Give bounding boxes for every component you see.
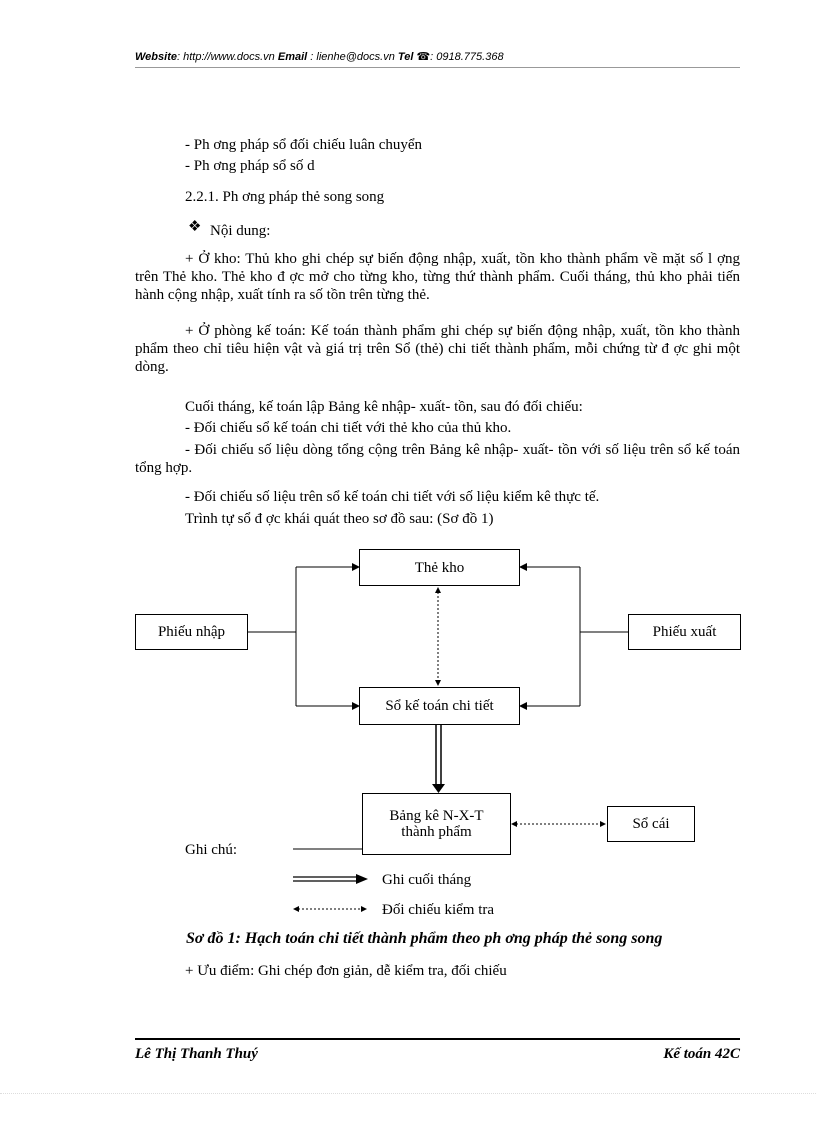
doi-chieu-item-1: - Đối chiếu sổ kế toán chi tiết với thẻ … — [185, 420, 512, 436]
cuoi-thang-text: Cuối tháng, kế toán lập Bảng kê nhập- xu… — [185, 399, 583, 415]
doi-chieu-item-3: - Đối chiếu số liệu trên sổ kế toán chi … — [185, 489, 600, 505]
footer-author: Lê Thị Thanh Thuý — [135, 1046, 258, 1062]
phone-icon: ☎ — [416, 51, 431, 63]
footer-class: Kế toán 42C — [663, 1046, 740, 1062]
legend-monthly-head — [356, 874, 368, 884]
page-header: Website: http://www.docs.vn Email : lien… — [135, 50, 504, 63]
noi-dung-label: Nội dung: — [210, 223, 271, 239]
section-heading: 2.2.1. Ph ơng pháp thẻ song song — [185, 189, 385, 205]
website-value[interactable]: : http://www.docs.vn — [176, 51, 278, 63]
paragraph-ke-toan: + Ở phòng kế toán: Kế toán thành phẩm gh… — [135, 323, 740, 375]
email-value[interactable]: : lienhe@docs.vn — [307, 51, 398, 63]
monthly-arrow-head — [432, 784, 445, 793]
doi-chieu-item-2: - Đối chiếu số liệu dòng tổng cộng trên … — [135, 442, 740, 476]
tel-label: Tel — [397, 51, 414, 63]
legend-monthly-label: Ghi cuối tháng — [382, 872, 472, 888]
box-phieu-xuat: Phiếu xuất — [628, 614, 741, 650]
list-item-2: - Ph ơng pháp sổ số d — [185, 158, 315, 174]
legend-check-label: Đối chiếu kiểm tra — [382, 902, 495, 918]
email-label: Email — [277, 51, 308, 63]
website-label: Website — [135, 51, 177, 63]
paragraph-kho: + Ở kho: Thủ kho ghi chép sự biến động n… — [135, 251, 740, 303]
bang-ke-line-2: thành phẩm — [401, 824, 472, 840]
box-phieu-nhap: Phiếu nhập — [135, 614, 248, 650]
box-so-cai: Sổ cái — [607, 806, 695, 842]
box-so-ke-toan-chi-tiet: Sổ kế toán chi tiết — [359, 687, 520, 725]
legend-title: Ghi chú: — [185, 842, 238, 858]
bang-ke-line-1: Bảng kê N-X-T — [389, 808, 484, 824]
box-the-kho: Thẻ kho — [359, 549, 520, 586]
tel-value: : 0918.775.368 — [430, 51, 504, 63]
page-bottom-dotted-line — [0, 1093, 816, 1094]
diagram-caption: Sơ đồ 1: Hạch toán chi tiết thành phẩm t… — [186, 930, 663, 947]
uu-diem-text: + Ưu điểm: Ghi chép đơn giản, dễ kiểm tr… — [185, 963, 507, 979]
trinh-tu-text: Trình tự sổ đ ợc khái quát theo sơ đồ sa… — [185, 511, 494, 527]
header-rule — [135, 67, 740, 68]
footer-rule — [135, 1038, 740, 1040]
list-item-1: - Ph ơng pháp sổ đối chiếu luân chuyển — [185, 137, 423, 153]
bullet-icon: ❖ — [188, 219, 202, 235]
box-bang-ke-nxt: Bảng kê N-X-T thành phẩm — [362, 793, 511, 855]
